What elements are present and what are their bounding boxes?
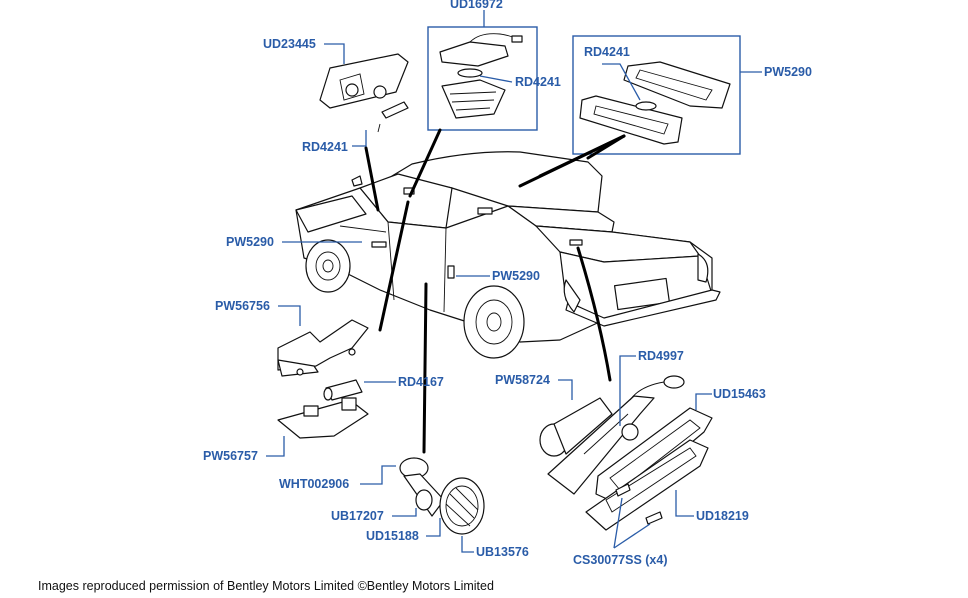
label-pw5290-door: PW5290 (492, 269, 540, 283)
label-rd4241-top-left: RD4241 (302, 140, 348, 154)
label-rd4997: RD4997 (638, 349, 684, 363)
copyright-caption: Images reproduced permission of Bentley … (38, 579, 494, 593)
festoon-bulb-rd4167 (323, 379, 363, 401)
sill-lamp-box (572, 35, 741, 155)
label-rd4241-right: RD4241 (515, 75, 561, 89)
interior-lamp-ud16972 (439, 33, 523, 119)
label-pw5290-left: PW5290 (226, 235, 274, 249)
number-plate-lamp (539, 375, 713, 531)
sill-lamp-pw5290 (579, 61, 731, 145)
map-lamp-ud23445 (319, 53, 409, 133)
label-ub17207: UB17207 (331, 509, 384, 523)
label-rd4241-box: RD4241 (584, 45, 630, 59)
label-pw56757: PW56757 (203, 449, 258, 463)
label-ud23445: UD23445 (263, 37, 316, 51)
interior-lamp-box (427, 26, 538, 131)
label-pw56756: PW56756 (215, 299, 270, 313)
label-ud15188: UD15188 (366, 529, 419, 543)
label-wht002906: WHT002906 (279, 477, 349, 491)
label-cs30077ss: CS30077SS (x4) (573, 553, 668, 567)
label-pw58724: PW58724 (495, 373, 550, 387)
car-illustration (295, 151, 721, 359)
part-labels: UD16972 UD23445 RD4241 RD4241 RD4241 PW5… (203, 0, 812, 567)
label-ub13576: UB13576 (476, 545, 529, 559)
label-ud15463: UD15463 (713, 387, 766, 401)
label-ud16972: UD16972 (450, 0, 503, 11)
leader-lines (364, 128, 626, 454)
boot-lamp-bracket-pw56756 (277, 319, 369, 377)
callout-lines (266, 10, 762, 553)
label-pw5290-top-right: PW5290 (764, 65, 812, 79)
label-ud18219: UD18219 (696, 509, 749, 523)
boot-lamp-base-pw56757 (277, 397, 369, 439)
lamp-assembly-wht002906 (399, 457, 485, 535)
label-rd4167: RD4167 (398, 375, 444, 389)
